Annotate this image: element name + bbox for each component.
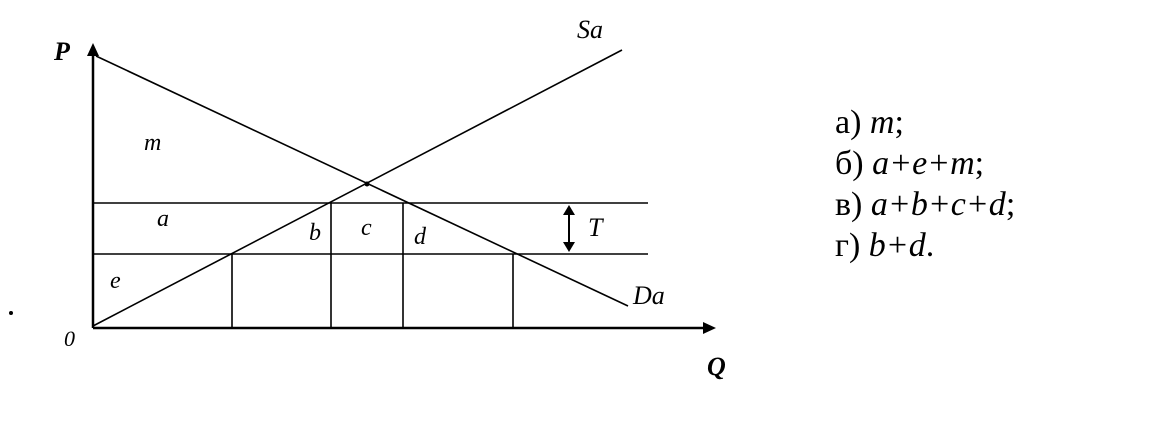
- answer-formula: a+e+m: [872, 145, 975, 182]
- price-axis-label: P: [53, 37, 71, 66]
- supply-curve: [92, 49, 623, 327]
- answer-formula: a+b+c+d: [870, 186, 1006, 223]
- answer-formula: m: [869, 104, 895, 141]
- area-b-label: b: [309, 220, 321, 246]
- quantity-axis-arrow: [703, 322, 716, 334]
- answer-end: ;: [974, 145, 985, 182]
- answer-end: ;: [1005, 186, 1016, 223]
- area-m-label: m: [144, 130, 161, 156]
- economics-diagram: P Q 0 Sa Da m a b c d e T: [53, 15, 726, 381]
- tariff-arrow-up: [563, 205, 575, 215]
- answer-end: ;: [894, 104, 904, 141]
- area-e-label: e: [110, 268, 121, 294]
- answer-option-a: а) m;: [835, 102, 1015, 143]
- quantity-axis-label: Q: [707, 352, 726, 381]
- supply-curve-label: Sa: [577, 15, 603, 44]
- area-a-label: a: [157, 206, 169, 232]
- answer-formula: b+d: [868, 227, 926, 264]
- answer-letter: б): [835, 145, 864, 182]
- origin-label: 0: [64, 326, 75, 351]
- answer-options: а) m; б) a+e+m; в) a+b+c+d; г) b+d.: [835, 102, 1015, 266]
- answer-option-c: в) a+b+c+d;: [835, 184, 1015, 225]
- tariff-arrow-down: [563, 242, 575, 252]
- answer-letter: г): [835, 227, 861, 264]
- area-d-label: d: [414, 224, 427, 250]
- answer-option-d: г) b+d.: [835, 225, 1015, 266]
- answer-letter: а): [835, 104, 862, 141]
- answer-letter: в): [835, 186, 863, 223]
- demand-curve: [95, 55, 629, 307]
- stray-dot: [9, 311, 13, 315]
- answer-end: .: [925, 227, 935, 264]
- demand-curve-label: Da: [632, 281, 665, 310]
- price-axis-arrow: [87, 43, 99, 56]
- answer-option-b: б) a+e+m;: [835, 143, 1015, 184]
- tariff-label: T: [588, 213, 604, 242]
- equilibrium-point: [364, 181, 370, 187]
- area-c-label: c: [361, 215, 372, 241]
